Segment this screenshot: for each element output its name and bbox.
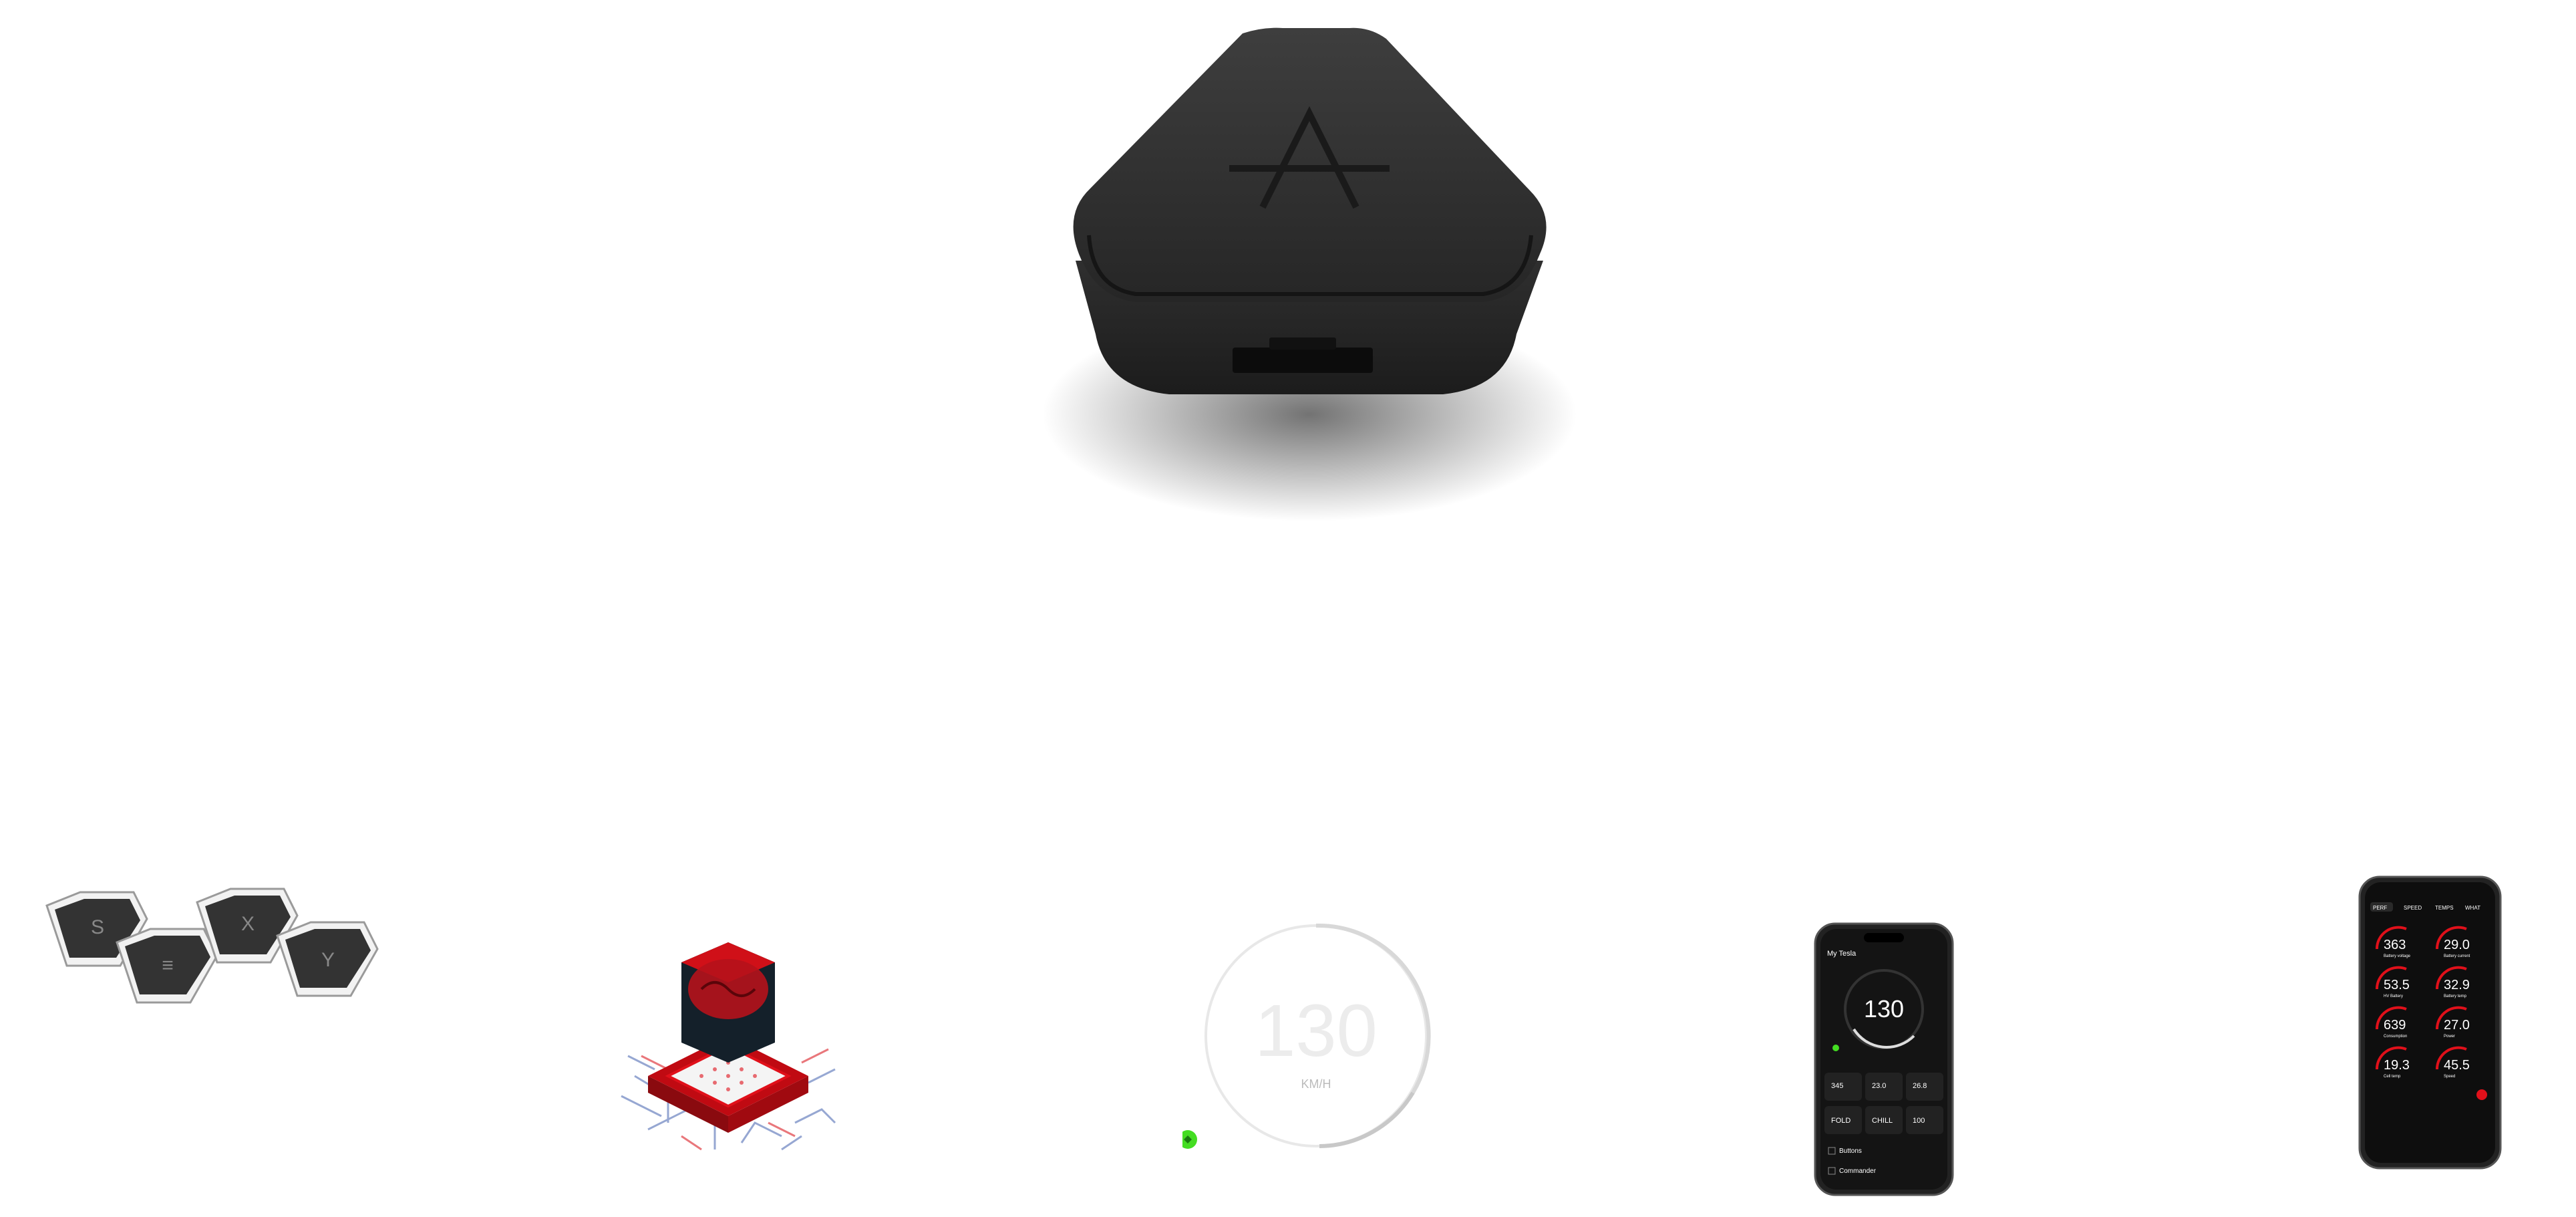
phone-left-title: My Tesla [1827, 950, 1857, 958]
gauge-1-value: 29.0 [2444, 938, 2470, 952]
menu-buttons: Buttons [1839, 1147, 1862, 1155]
keycap-y-label: Y [321, 949, 335, 971]
phone-right-graphic: PERF SPEED TEMPS WHAT 363 Battery voltag… [2358, 875, 2502, 1170]
record-button[interactable] [2476, 1089, 2487, 1100]
speed-unit: KM/H [1301, 1077, 1331, 1091]
gauge-5-label: Power [2444, 1035, 2455, 1039]
device-port [1233, 337, 1373, 373]
gauge-0-label: Battery voltage [2384, 954, 2411, 958]
tab-2[interactable]: TEMPS [2435, 905, 2454, 911]
gauge-0-value: 363 [2384, 938, 2406, 952]
tab-0[interactable]: PERF [2373, 905, 2387, 911]
keycap-x: X [196, 888, 299, 964]
speedometer-widget: 130 KM/H [1178, 922, 1436, 1163]
gauge-7-value: 45.5 [2444, 1058, 2470, 1073]
keycap-set: S ≡ X Y [33, 882, 394, 1029]
gauge-6-value: 19.3 [2384, 1058, 2410, 1073]
stat-0: 345 [1831, 1082, 1843, 1090]
gauge-2-label: HV Battery [2384, 994, 2403, 998]
gauge-3-value: 32.9 [2444, 978, 2470, 992]
phone-right-gauges: 363 Battery voltage 29.0 Battery current… [2375, 926, 2470, 1079]
ai-chip-graphic [621, 942, 836, 1151]
keycap-set-graphic: S ≡ X Y [45, 888, 379, 1004]
speed-value: 130 [1255, 990, 1378, 1072]
keycap-y: Y [276, 921, 379, 997]
hero-device-graphic [1042, 27, 1577, 521]
keycap-x-label: X [241, 913, 255, 935]
speedometer-graphic: 130 KM/H [1178, 923, 1431, 1149]
keycap-menu-label: ≡ [162, 954, 174, 976]
tab-3[interactable]: WHAT [2465, 905, 2480, 911]
gauge-4-label: Consumption [2384, 1035, 2407, 1039]
device-top-face [1073, 27, 1547, 303]
gauge-5-value: 27.0 [2444, 1018, 2470, 1033]
phone-left-graphic: My Tesla 130 345 23.0 26.8 FOLD CHILL 10… [1814, 922, 1954, 1196]
gauge-4-value: 639 [2384, 1018, 2406, 1033]
phone-left-stat-cards: 345 23.0 26.8 FOLD CHILL 100 [1824, 1073, 1943, 1134]
gauge-3-label: Battery temp [2444, 994, 2467, 998]
gauge-7-label: Speed [2444, 1075, 2455, 1079]
gauge-1-label: Battery current [2444, 954, 2470, 958]
phone-right-tabs: PERF SPEED TEMPS WHAT [2370, 902, 2480, 912]
phone-left-speed: 130 [1864, 995, 1904, 1023]
gauge-2-value: 53.5 [2384, 978, 2410, 992]
mode-2: 100 [1913, 1117, 1925, 1125]
A-logo-icon [1229, 106, 1390, 209]
tab-1[interactable]: SPEED [2404, 905, 2422, 911]
menu-commander: Commander [1839, 1168, 1877, 1175]
keycap-s-label: S [91, 916, 104, 938]
phone-dashboard-left: My Tesla 130 345 23.0 26.8 FOLD CHILL 10… [1814, 922, 1954, 1196]
stat-2: 26.8 [1913, 1082, 1927, 1090]
ai-brain-chip-icon [608, 922, 848, 1163]
mode-0: FOLD [1831, 1117, 1850, 1125]
hero-device [1015, 13, 1590, 561]
phone-dashboard-right: PERF SPEED TEMPS WHAT 363 Battery voltag… [2358, 875, 2502, 1170]
mode-1: CHILL [1872, 1117, 1893, 1125]
gauge-6-label: Cell temp [2384, 1075, 2401, 1079]
stat-1: 23.0 [1872, 1082, 1886, 1090]
keycap-menu: ≡ [116, 928, 218, 1004]
